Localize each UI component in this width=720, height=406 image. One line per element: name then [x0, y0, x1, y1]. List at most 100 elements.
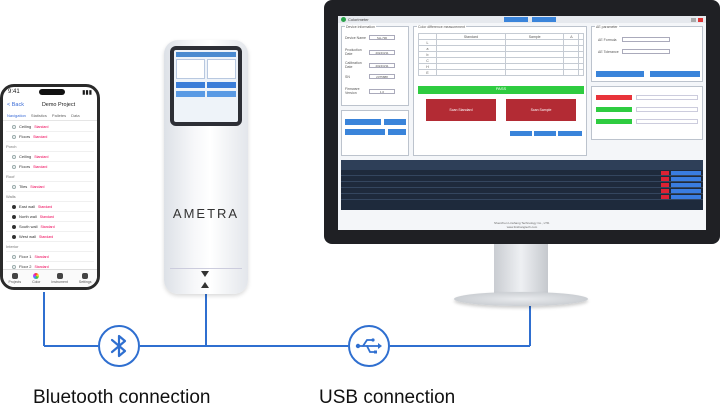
device-screen-button: [176, 82, 205, 88]
phone-tabs: Navigation Statistics Palletes Data: [3, 111, 97, 121]
bluetooth-symbol: [110, 334, 127, 358]
field-label: ΔE Tolerance: [598, 49, 619, 54]
swatch-value: [636, 95, 698, 100]
device-brand: AMETRA: [172, 206, 240, 221]
nav-label: Settings: [78, 280, 92, 284]
row-label: E: [418, 69, 437, 76]
row-action-buttons[interactable]: [671, 195, 701, 199]
tolerance-input[interactable]: [622, 49, 670, 54]
bluetooth-connection-label: Bluetooth connection: [33, 387, 211, 406]
export-excel-button[interactable]: [534, 131, 556, 136]
color-dot-icon: [12, 124, 16, 129]
list-group[interactable]: Roof: [6, 172, 94, 182]
row-action-buttons[interactable]: [671, 183, 701, 187]
color-dot-icon: [12, 164, 16, 169]
formula-select[interactable]: [622, 37, 670, 42]
status-badge: [661, 171, 669, 175]
row-action-buttons[interactable]: [671, 171, 701, 175]
nav-projects[interactable]: Projects: [8, 273, 21, 284]
list-group[interactable]: Walls: [6, 192, 94, 202]
list-item-label: South wall: [19, 224, 38, 229]
nav-instrument[interactable]: Instrument: [51, 273, 68, 284]
list-item-tag: Standard: [40, 224, 55, 229]
nav-color[interactable]: Color: [32, 273, 40, 284]
minimize-icon[interactable]: [690, 17, 696, 22]
scan-standard-button[interactable]: Scan Standard: [426, 99, 496, 121]
pass-indicator: PASS: [418, 86, 584, 94]
export-data-button[interactable]: [558, 131, 582, 136]
panel-title: Device information: [345, 25, 376, 29]
mode-button[interactable]: [388, 129, 406, 135]
window-controls: [690, 17, 703, 22]
clear-button[interactable]: [510, 131, 532, 136]
color-dot-icon: [12, 224, 16, 229]
device-screen-cell: [176, 59, 205, 79]
table-row[interactable]: [341, 176, 703, 182]
formula-field: ΔE Formula: [598, 37, 670, 42]
parameter-button[interactable]: [650, 71, 700, 77]
tab-data[interactable]: Data: [71, 113, 80, 118]
table-row[interactable]: [341, 182, 703, 188]
mode-button[interactable]: [384, 119, 406, 125]
table-row[interactable]: [341, 194, 703, 200]
scan-sample-label: Scan Sample: [530, 108, 552, 112]
mode-button[interactable]: [345, 129, 385, 135]
monitor-stand-base: [454, 292, 588, 306]
color-dot-icon: [12, 264, 16, 269]
swatch-value: [636, 107, 698, 112]
table-row[interactable]: [341, 188, 703, 194]
list-group[interactable]: Porch: [6, 142, 94, 152]
mode-button[interactable]: [345, 119, 381, 125]
tab-navigation[interactable]: Navigation: [7, 113, 26, 118]
phone-titlebar: < Back Demo Project: [3, 99, 97, 111]
field-value[interactable]: SH-796: [369, 35, 395, 40]
color-dot-icon: [12, 254, 16, 259]
color-dot-icon: [12, 234, 16, 239]
list-item-tag: Standard: [34, 254, 49, 259]
tab-statistics[interactable]: Statistics: [30, 113, 47, 118]
device-screen-button: [176, 91, 205, 97]
phone-status-bar: 9:41 ▮▮▮: [3, 87, 97, 99]
instrument-icon: [56, 273, 63, 279]
nav-settings[interactable]: Settings: [79, 273, 92, 284]
list-item-tag: Standard: [33, 134, 48, 139]
field-value[interactable]: 2024/3/11: [369, 62, 395, 68]
projects-icon: [11, 273, 18, 279]
measurement-data-table: [341, 160, 703, 210]
table-row[interactable]: [341, 170, 703, 176]
panel-title: Color difference measurement: [417, 25, 467, 29]
row-action-buttons[interactable]: [671, 189, 701, 193]
signal-icon: ▮▮▮: [82, 90, 92, 96]
field-value[interactable]: 2024/3/11: [369, 49, 395, 55]
english-button[interactable]: [503, 17, 528, 22]
table-cell: [578, 69, 584, 76]
tab-palletes[interactable]: Palletes: [51, 113, 67, 118]
back-button[interactable]: < Back: [7, 102, 24, 108]
exit-button[interactable]: [531, 17, 556, 22]
table-header: [341, 160, 703, 170]
row-action-buttons[interactable]: [671, 177, 701, 181]
close-icon[interactable]: [697, 17, 703, 22]
smartphone: 9:41 ▮▮▮ < Back Demo Project Navigation …: [0, 84, 100, 290]
field-value[interactable]: 2375888: [369, 74, 395, 79]
field-label: Firmware Version: [345, 87, 360, 95]
scan-sample-button[interactable]: Scan Sample: [506, 99, 576, 121]
field-value[interactable]: 1.0: [369, 88, 395, 94]
parameter-button[interactable]: [596, 71, 644, 77]
list-group[interactable]: Interior: [6, 242, 94, 252]
footer-company: Shenzhen Linshang Technology Co., LTD.: [494, 221, 550, 225]
